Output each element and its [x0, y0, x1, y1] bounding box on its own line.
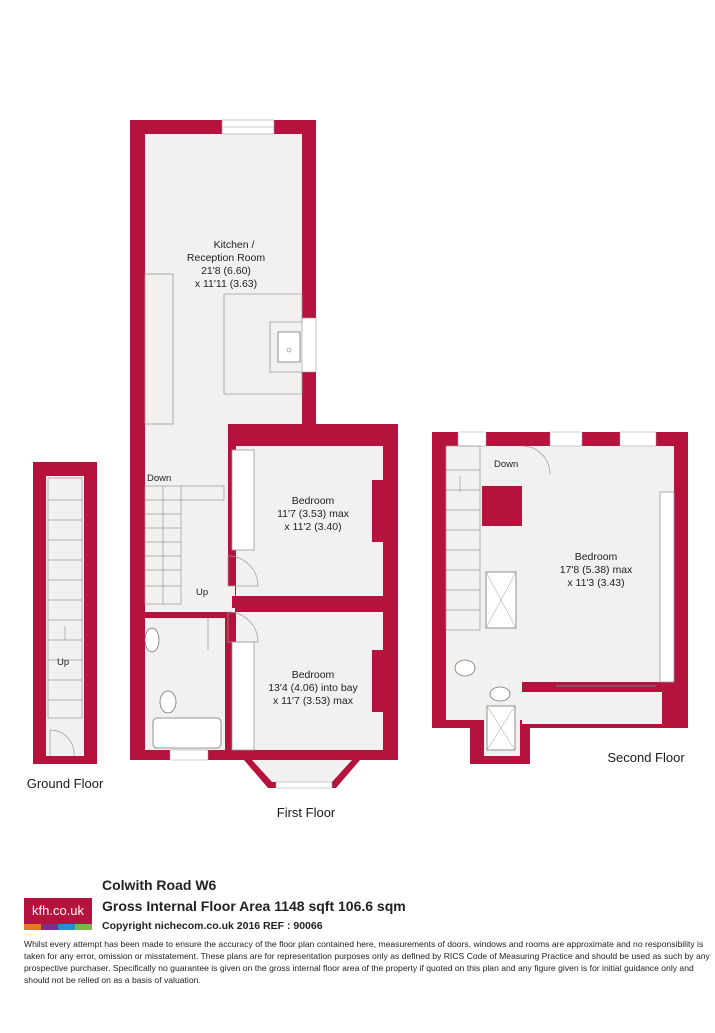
ground-floor-plan — [33, 462, 97, 764]
entrance-door — [49, 729, 75, 757]
toilet-icon — [454, 659, 476, 677]
sink-icon — [277, 331, 301, 363]
bedroom3-dim-1: 17'8 (5.38) max — [560, 564, 633, 576]
bedroom3-label: Bedroom — [575, 551, 618, 563]
ground-floor-hall — [46, 476, 84, 756]
second-floor-strip — [522, 692, 662, 724]
landing-floor — [145, 586, 235, 612]
bedroom-top-window — [372, 480, 383, 542]
ground-floor-label: Ground Floor — [27, 776, 104, 791]
first-floor-label: First Floor — [277, 805, 336, 820]
wardrobe-bottom — [231, 641, 255, 751]
bedroom2-dim-1: 13'4 (4.06) into bay — [268, 682, 358, 694]
wardrobe-top — [231, 449, 255, 551]
kitchen-dim-2: x 11'11 (3.63) — [195, 278, 257, 290]
door-swing — [227, 611, 259, 643]
bedroom-bottom-window — [372, 650, 383, 712]
first-floor-stairs — [144, 485, 225, 605]
bedroom2-dim-2: x 11'7 (3.53) max — [273, 695, 354, 707]
bath-icon — [152, 717, 222, 749]
ground-floor-stairs — [47, 477, 83, 719]
kitchen-dim-1: 21'8 (6.60) — [201, 265, 251, 277]
kitchen-label-2: Reception Room — [187, 252, 265, 264]
toilet-icon — [159, 690, 177, 714]
basin-icon — [144, 627, 160, 653]
second-floor-bedroom — [522, 446, 674, 682]
bedroom2-label: Bedroom — [292, 669, 335, 681]
wardrobe — [659, 491, 675, 683]
kitchen-unit — [144, 273, 174, 425]
stairs-down-label-second: Down — [494, 459, 518, 470]
kitchen-counter — [223, 293, 303, 395]
stairs-up-label-ground: Up — [57, 657, 69, 668]
bedroom1-label: Bedroom — [292, 495, 335, 507]
second-floor-stairs — [445, 445, 481, 631]
bedroom3-dim-2: x 11'3 (3.43) — [567, 577, 624, 589]
property-address: Colwith Road W6 — [102, 877, 217, 893]
hall-floor — [145, 424, 228, 610]
basin-icon — [489, 686, 511, 702]
logo-text: kfh.co.uk — [24, 898, 92, 924]
second-floor-plan — [432, 431, 688, 764]
disclaimer: Whilst every attempt has been made to en… — [24, 939, 710, 985]
copyright: Copyright nichecom.co.uk 2016 REF : 9006… — [102, 920, 323, 932]
second-floor-label: Second Floor — [607, 750, 685, 765]
stairs-up-label-first: Up — [196, 587, 208, 598]
door-swing — [521, 445, 551, 475]
floor-plan: Kitchen / Reception Room 21'8 (6.60) x 1… — [27, 119, 688, 820]
logo-stripes — [24, 924, 92, 930]
bedroom-bottom-floor — [236, 612, 383, 750]
bedroom1-dim-2: x 11'2 (3.40) — [284, 521, 341, 533]
kitchen-label-1: Kitchen / — [214, 239, 255, 251]
stairs-down-label-first: Down — [147, 473, 171, 484]
first-floor-plan — [130, 119, 398, 789]
kfh-logo: kfh.co.uk — [24, 898, 92, 931]
bedroom-top-floor — [236, 446, 383, 596]
bedroom1-dim-1: 11'7 (3.53) max — [277, 508, 350, 520]
door-swing — [227, 555, 259, 587]
kitchen-side-window — [301, 317, 317, 373]
floor-area: Gross Internal Floor Area 1148 sqft 106.… — [102, 898, 406, 914]
kitchen-floor — [145, 134, 302, 424]
